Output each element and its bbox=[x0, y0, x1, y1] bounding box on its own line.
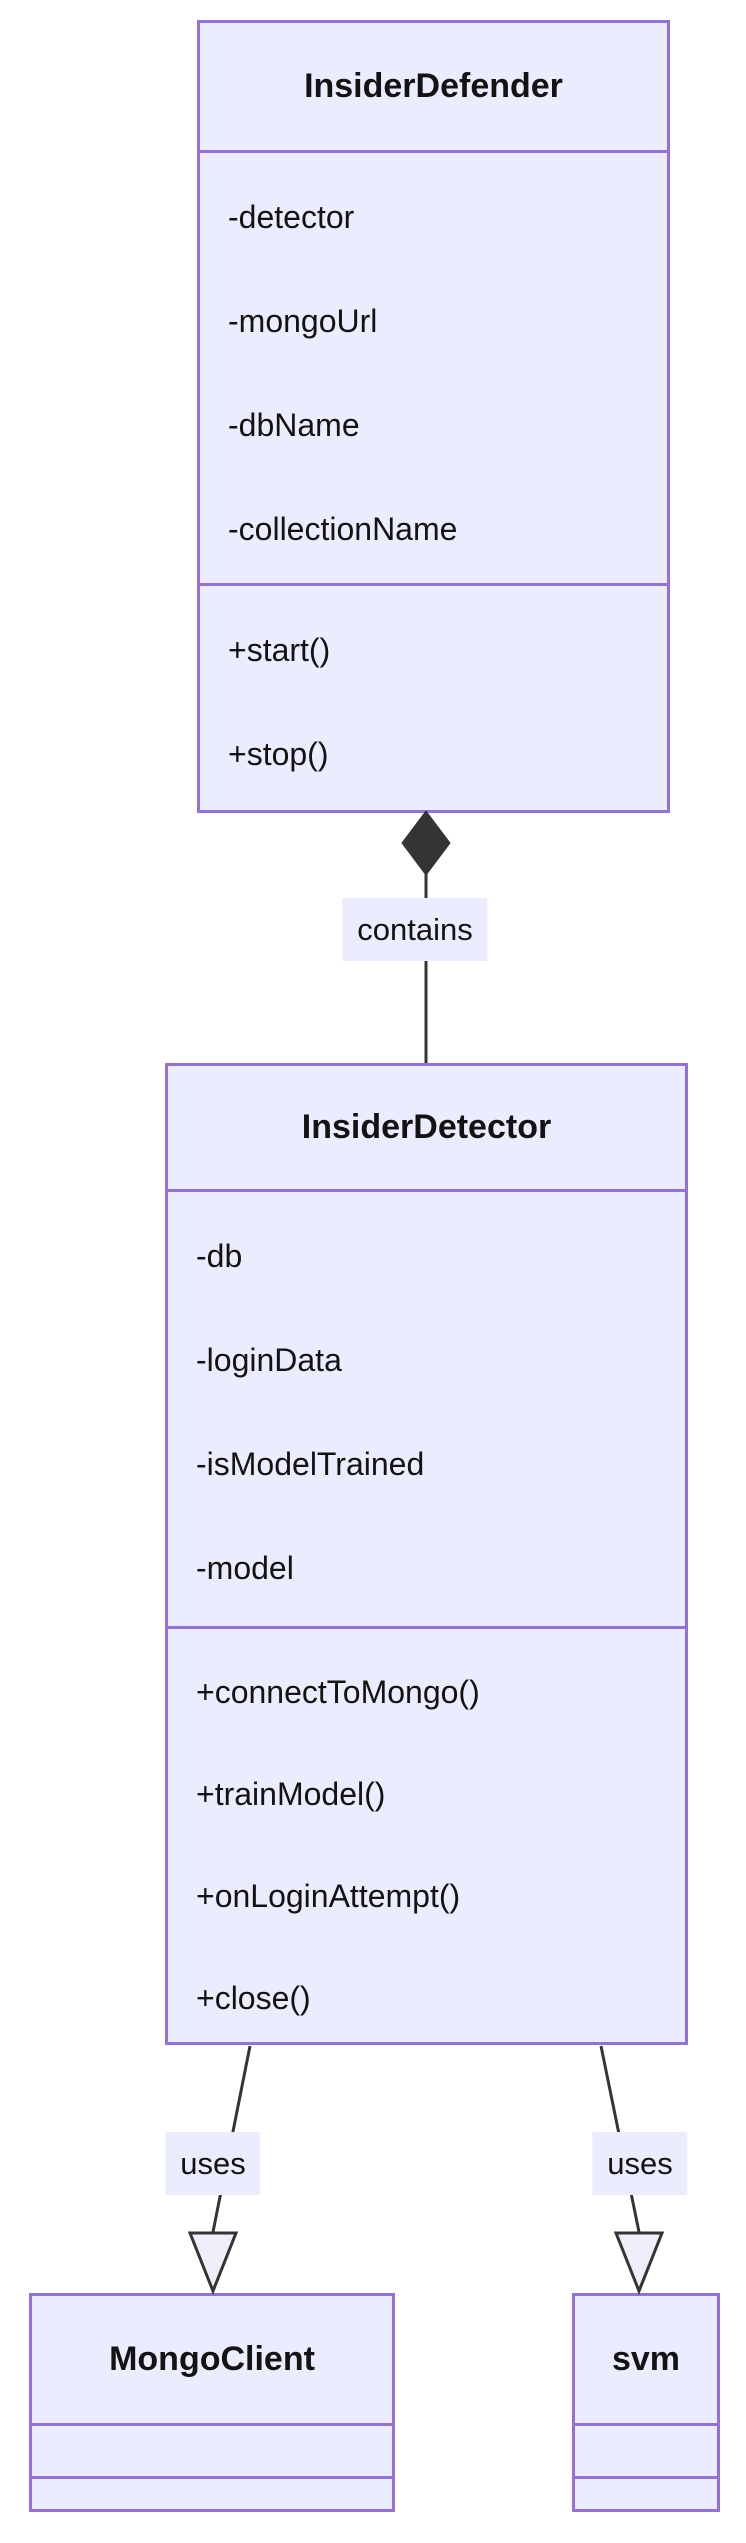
attribute-row: -loginData bbox=[196, 1342, 342, 1378]
class-box-mongo-client: MongoClient bbox=[29, 2293, 395, 2512]
methods-compartment: +connectToMongo() +trainModel() +onLogin… bbox=[168, 1626, 685, 2042]
attribute-row: -dbName bbox=[228, 407, 360, 443]
class-title: InsiderDetector bbox=[301, 1108, 552, 1146]
method-row: +trainModel() bbox=[196, 1776, 386, 1812]
methods-compartment-empty bbox=[32, 2476, 392, 2509]
method-row: +onLoginAttempt() bbox=[196, 1878, 461, 1914]
class-title: MongoClient bbox=[109, 2340, 315, 2378]
attribute-row: -model bbox=[196, 1550, 294, 1586]
attribute-row: -isModelTrained bbox=[196, 1446, 425, 1482]
attributes-compartment-empty bbox=[32, 2423, 392, 2476]
class-box-svm: svm bbox=[572, 2293, 720, 2512]
method-row: +start() bbox=[228, 632, 331, 668]
hollow-arrowhead-icon bbox=[613, 2231, 665, 2296]
method-row: +connectToMongo() bbox=[196, 1674, 480, 1710]
hollow-arrowhead-icon bbox=[187, 2231, 239, 2296]
attributes-compartment: -detector -mongoUrl -dbName -collectionN… bbox=[200, 150, 667, 583]
edge-label-uses-right: uses bbox=[592, 2132, 688, 2195]
class-title: InsiderDefender bbox=[304, 67, 563, 105]
attributes-compartment-empty bbox=[575, 2423, 717, 2476]
class-box-insider-detector: InsiderDetector -db -loginData -isModelT… bbox=[165, 1063, 688, 2045]
edge-label-uses-left: uses bbox=[165, 2132, 261, 2195]
attributes-compartment: -db -loginData -isModelTrained -model bbox=[168, 1189, 685, 1626]
methods-compartment-empty bbox=[575, 2476, 717, 2509]
edge-label-contains: contains bbox=[342, 898, 488, 961]
composition-diamond-icon bbox=[401, 810, 451, 876]
attribute-row: -collectionName bbox=[228, 511, 458, 547]
attribute-row: -detector bbox=[228, 199, 355, 235]
attribute-row: -mongoUrl bbox=[228, 303, 378, 339]
method-row: +stop() bbox=[228, 736, 329, 772]
class-title: svm bbox=[611, 2340, 681, 2378]
attribute-row: -db bbox=[196, 1238, 243, 1274]
method-row: +close() bbox=[196, 1980, 311, 2016]
class-box-insider-defender: InsiderDefender -detector -mongoUrl -dbN… bbox=[197, 20, 670, 813]
methods-compartment: +start() +stop() bbox=[200, 583, 667, 810]
